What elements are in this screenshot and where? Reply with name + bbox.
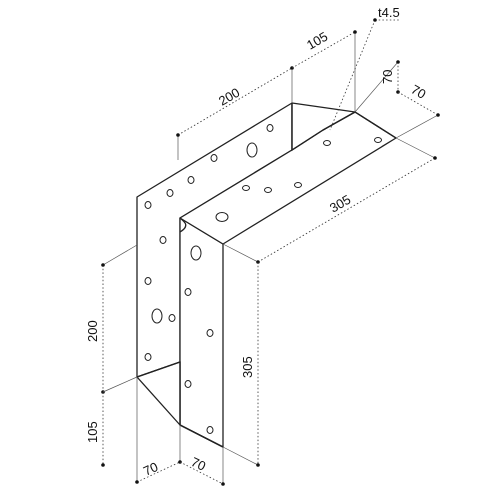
dim-bottom-70-right: 70	[189, 454, 208, 474]
dim-right-305: 305	[240, 356, 255, 378]
dimension-lines	[101, 18, 440, 486]
holes-back-plate	[144, 124, 274, 361]
dim-left-200: 200	[85, 320, 100, 342]
dim-bottom-70-left: 70	[141, 459, 160, 479]
bottom-notch-outline	[136, 361, 224, 448]
top-notch-outline	[291, 103, 397, 152]
dim-thickness: t4.5	[378, 5, 400, 20]
dim-top-305: 305	[327, 192, 353, 216]
holes-horizontal-plate	[215, 137, 382, 222]
holes-front-plate	[184, 245, 214, 434]
dim-top-200: 200	[216, 85, 242, 109]
dimension-labels: t4.5 200 105 70 70 305 200 105 70 70 305	[85, 5, 429, 479]
dim-top-70-diagonal: 70	[409, 82, 429, 102]
dim-top-70-vertical: 70	[380, 70, 395, 84]
dim-top-105: 105	[304, 29, 330, 53]
bend-line	[179, 217, 187, 233]
dim-left-105: 105	[85, 421, 100, 443]
vertical-plate-front	[179, 217, 224, 448]
